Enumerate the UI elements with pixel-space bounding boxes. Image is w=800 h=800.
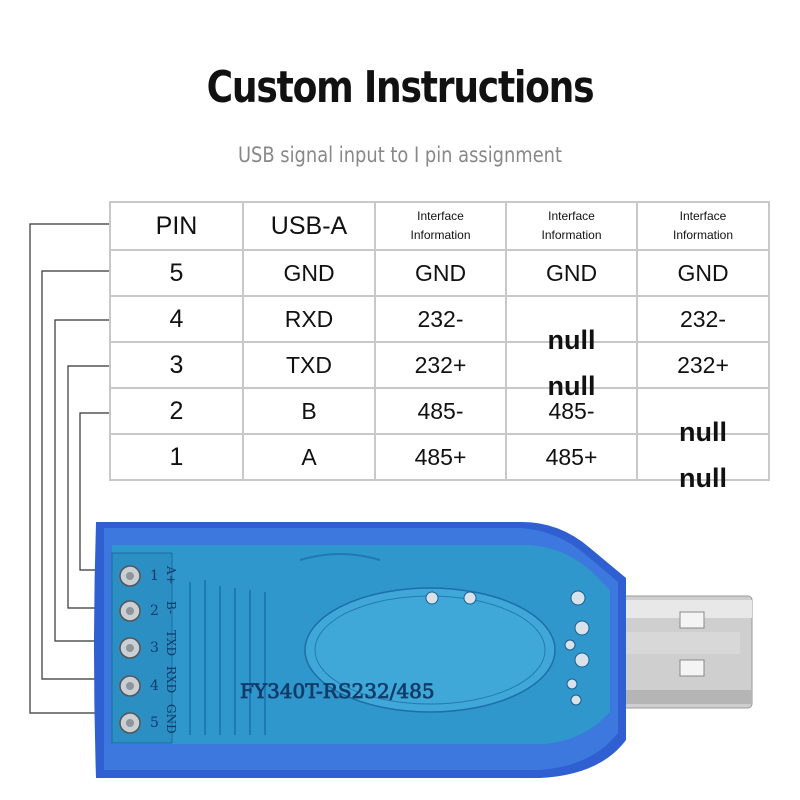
board-pin-number: 4 (150, 678, 159, 694)
header-usb: USB-A (242, 201, 376, 251)
table-row: 2 B 485- 485- null (109, 387, 770, 446)
cell-interface-1: 485+ (374, 433, 507, 481)
cell-interface-3: null (636, 433, 770, 492)
leader-line-header (29, 223, 110, 714)
header-interface-2-line2: Information (541, 228, 602, 242)
cell-pin: 1 (109, 433, 244, 481)
page-title: Custom Instructions (206, 62, 595, 113)
cell-usb: TXD (242, 341, 376, 389)
cell-interface-2: null (505, 295, 638, 354)
page-subtitle: USB signal input to I pin assignment (237, 143, 563, 167)
board-pin-label: TXD (164, 630, 178, 656)
board-pin-number: 5 (150, 715, 159, 731)
pin-leader-lines (29, 223, 110, 714)
leader-line-5 (41, 270, 110, 680)
cell-interface-2: GND (505, 249, 638, 297)
cell-interface-1: 232+ (374, 341, 507, 389)
board-pin-label: B- (164, 601, 178, 614)
leader-line-4 (54, 319, 110, 642)
usb-connector (611, 595, 753, 709)
board-pin-number: 2 (150, 603, 159, 619)
header-interface-3-line1: Interface (679, 209, 727, 223)
cell-interface-3: null (636, 387, 770, 446)
cell-interface-1: 485- (374, 387, 507, 435)
table-row: 5 GND GND GND GND (109, 249, 770, 297)
board-pin-label: GND (164, 704, 178, 734)
header-interface-3-line2: Information (672, 228, 734, 242)
cell-interface-2: 485+ (505, 433, 638, 481)
table-row: 4 RXD 232- null 232- (109, 295, 770, 354)
null-value: null (547, 371, 596, 401)
cell-usb: GND (242, 249, 376, 297)
cell-interface-3: 232- (636, 295, 770, 343)
cell-usb: RXD (242, 295, 376, 343)
cell-interface-3: 232+ (636, 341, 770, 389)
cell-usb: A (242, 433, 376, 481)
board-model-text: FY340T-RS232/485 (240, 679, 435, 703)
cell-usb: B (242, 387, 376, 435)
board-pin-number: 1 (150, 568, 159, 584)
header-interface-2-line1: Interface (548, 209, 595, 223)
cell-pin: 4 (109, 295, 244, 343)
header-interface-1-line2: Information (410, 228, 471, 242)
leader-line-3 (67, 365, 110, 609)
board-pin-label: RXD (164, 666, 178, 693)
table-row: 1 A 485+ 485+ null (109, 433, 770, 492)
header-interface-1-line1: Interface (417, 209, 464, 223)
null-value: null (679, 463, 727, 493)
cell-interface-1: 232- (374, 295, 507, 343)
header-pin: PIN (109, 201, 244, 251)
board-pin-label: A+ (164, 565, 178, 585)
cell-interface-3: GND (636, 249, 770, 297)
pcb-board (112, 545, 610, 744)
cell-interface-2: 485- (505, 387, 638, 435)
board-pin-number: 3 (150, 640, 159, 656)
cell-interface-1: GND (374, 249, 507, 297)
cell-pin: 5 (109, 249, 244, 297)
cell-interface-2: null (505, 341, 638, 400)
terminal-block: 1 2 3 4 5 A+ B- TXD RXD GND (111, 552, 178, 744)
cell-pin: 3 (109, 341, 244, 389)
cell-pin: 2 (109, 387, 244, 435)
table-row: 3 TXD 232+ null 232+ (109, 341, 770, 400)
